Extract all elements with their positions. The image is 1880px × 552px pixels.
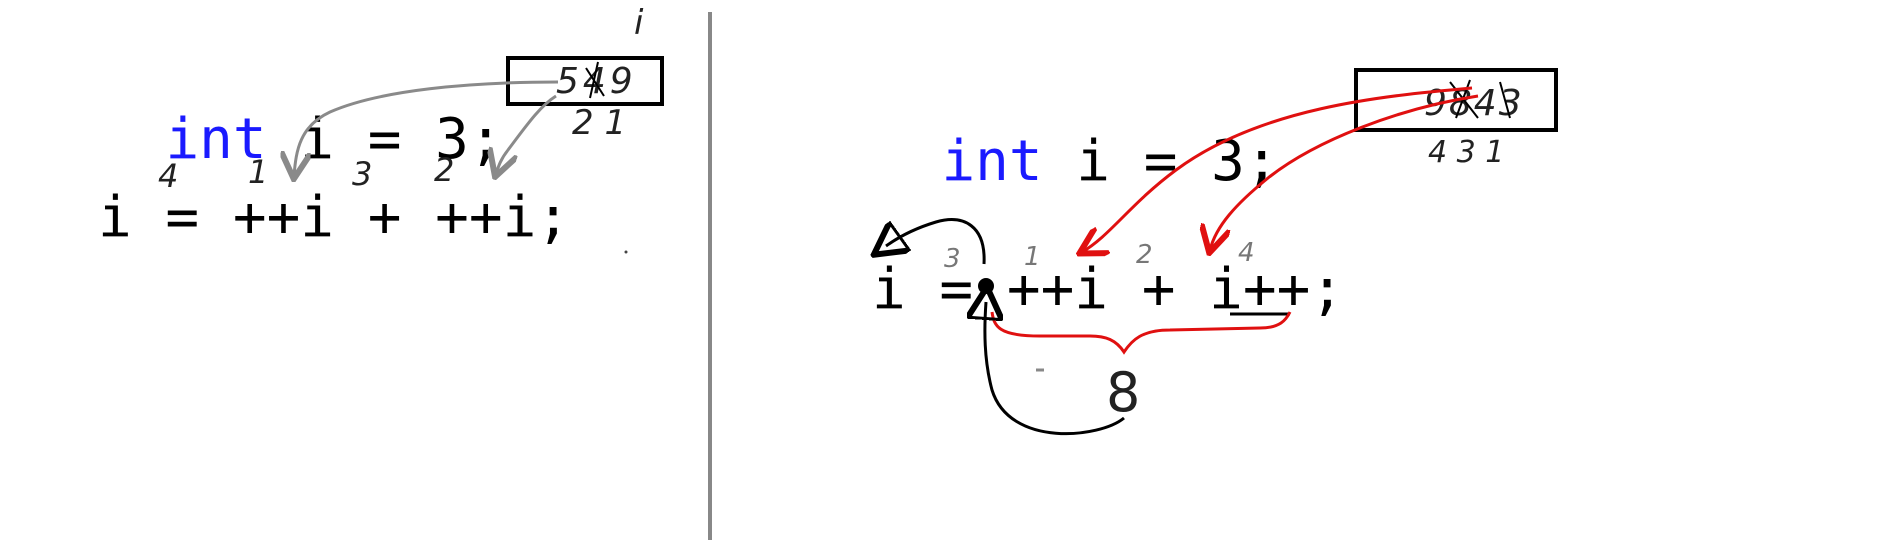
right-order-number-2: 1 <box>1024 242 1041 272</box>
right-arrow-1 <box>1082 86 1473 252</box>
right-arrow-2 <box>1210 94 1479 250</box>
left-order-number-1: 4 <box>158 157 179 195</box>
right-declaration-keyword: int <box>941 129 1043 194</box>
left-below-values: 2 1 <box>572 103 627 143</box>
left-order-number-2: 1 <box>248 153 269 191</box>
left-declaration-keyword: int <box>165 107 267 172</box>
right-expression: i = ++i + i++; <box>872 257 1345 322</box>
right-result-value: 8 <box>1106 361 1141 424</box>
right-below-values: 4 3 1 <box>1428 135 1505 170</box>
left-order-number-4: 2 <box>434 151 455 189</box>
left-arrow-2 <box>496 94 557 174</box>
right-declaration: int i = 3; <box>874 78 1278 190</box>
result-loop-arrow <box>985 302 1125 436</box>
left-variable-label: i <box>634 3 644 43</box>
right-order-number-1: 3 <box>944 244 961 274</box>
left-box-strike <box>585 61 605 99</box>
stray-dot <box>624 250 628 254</box>
left-expression: i = ++i + ++i; <box>98 185 571 250</box>
right-order-number-3: 2 <box>1136 240 1153 270</box>
assignment-point <box>978 278 994 294</box>
left-memory-box <box>506 56 664 106</box>
assign-back-arrow <box>886 218 986 265</box>
left-arrow-1 <box>294 80 559 176</box>
right-memory-box <box>1354 68 1558 132</box>
left-declaration: int i = 3; <box>98 56 502 168</box>
right-order-number-4: 4 <box>1238 238 1255 268</box>
expression-brace <box>990 311 1292 355</box>
left-order-number-3: 3 <box>352 155 373 193</box>
